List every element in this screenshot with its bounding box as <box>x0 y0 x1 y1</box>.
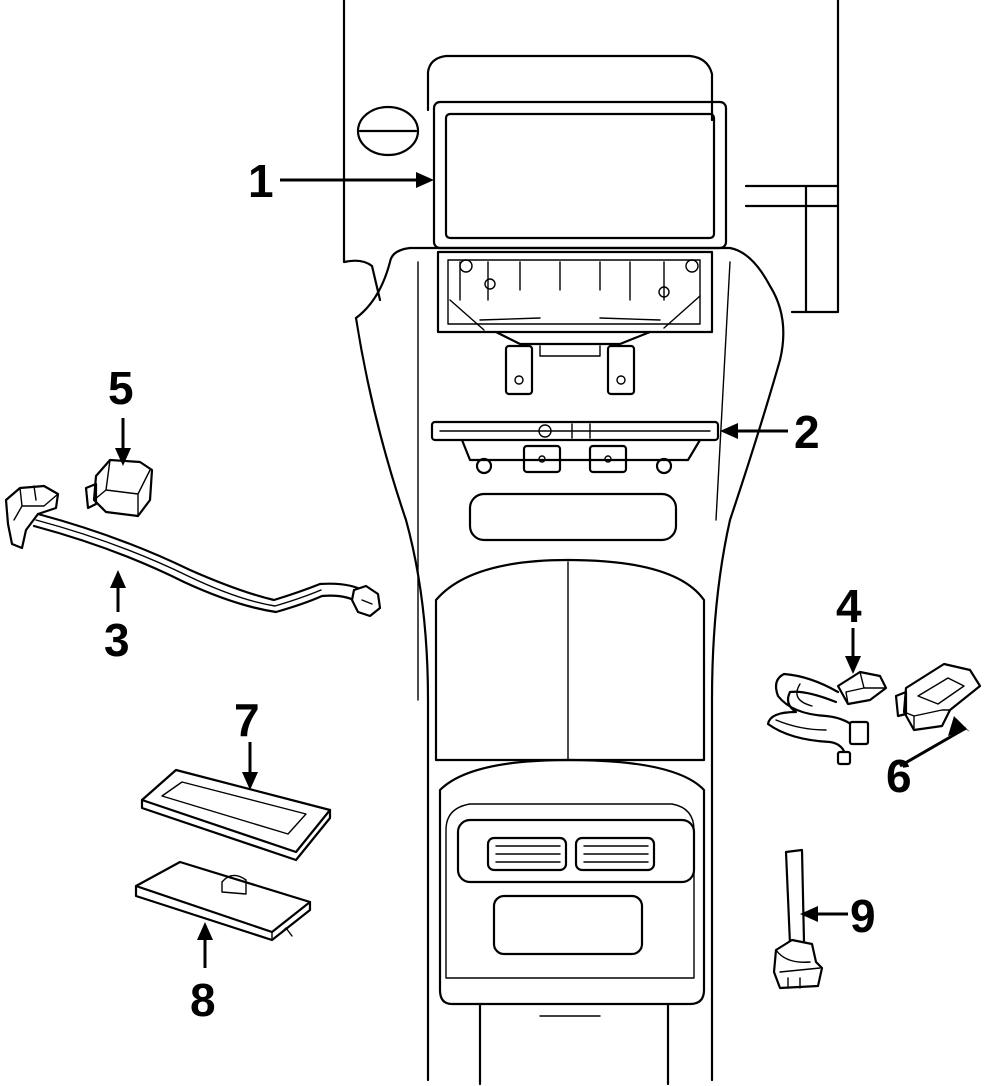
control-panel-part <box>430 420 720 475</box>
callout-9: 9 <box>850 890 876 942</box>
leader-lines <box>110 172 970 968</box>
lower-plate-part <box>134 860 312 942</box>
wire-harness-left-part <box>4 484 382 618</box>
display-screen-part <box>432 100 728 250</box>
callout-4: 4 <box>836 580 862 632</box>
callout-1: 1 <box>248 155 274 207</box>
callout-6: 6 <box>886 750 912 802</box>
upper-plate-part <box>140 768 332 862</box>
callout-5: 5 <box>108 362 134 414</box>
dashboard-backdrop <box>342 0 840 314</box>
callout-2: 2 <box>794 406 820 458</box>
display-bracket <box>436 250 714 396</box>
callout-7: 7 <box>234 694 260 746</box>
connector-left-part <box>84 458 154 518</box>
center-console <box>354 246 785 1086</box>
callout-8: 8 <box>190 974 216 1026</box>
callout-3: 3 <box>104 614 130 666</box>
wire-harness-right-part <box>766 670 888 766</box>
connector-right-part <box>894 662 982 732</box>
antenna-part <box>772 848 824 990</box>
callout-labels: 1 2 3 4 5 6 7 8 9 <box>104 155 912 1026</box>
